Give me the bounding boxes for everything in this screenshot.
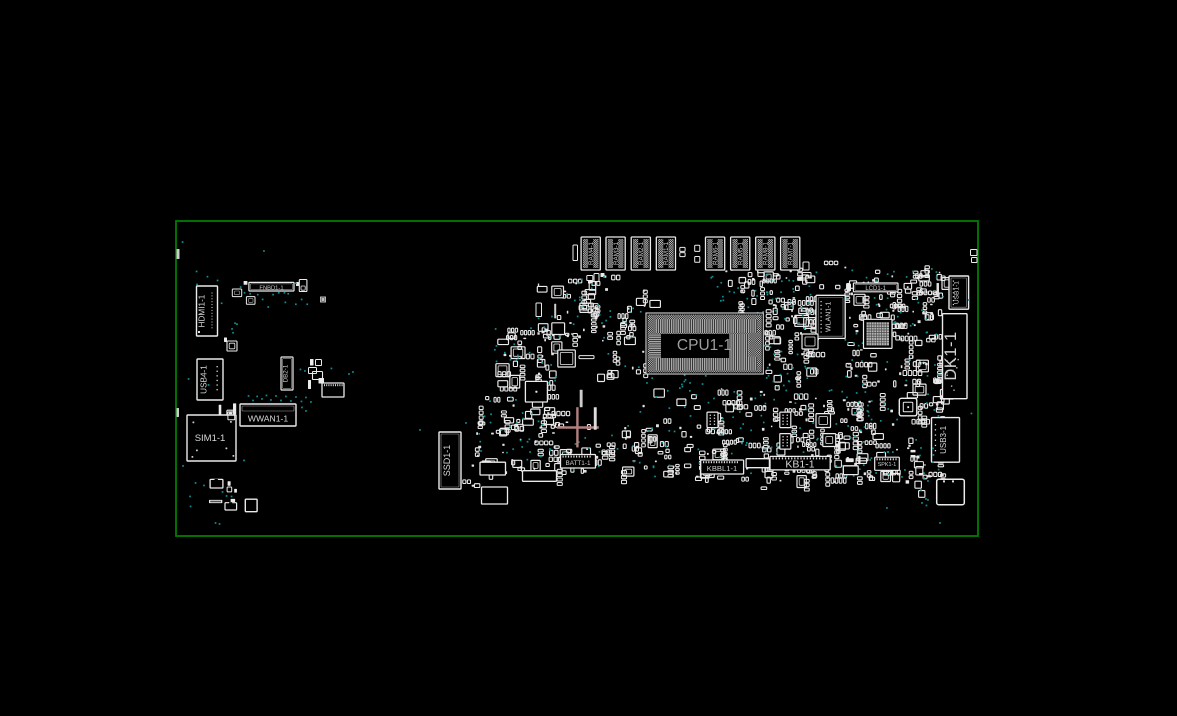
svg-text:CPU1-1: CPU1-1 — [677, 337, 732, 354]
svg-text:DB2-1: DB2-1 — [282, 364, 289, 382]
svg-text:USB3-1: USB3-1 — [939, 425, 948, 454]
svg-text:RAM4-1: RAM4-1 — [588, 241, 595, 265]
svg-text:SSD1-1: SSD1-1 — [442, 445, 452, 477]
svg-text:FNBD1-1: FNBD1-1 — [259, 285, 283, 291]
svg-text:KB1-1: KB1-1 — [785, 458, 814, 470]
svg-text:RAM5-1: RAM5-1 — [737, 241, 744, 265]
svg-text:RAM3-1: RAM3-1 — [613, 241, 620, 265]
svg-text:USB1-1: USB1-1 — [953, 281, 960, 304]
svg-text:HDMI1-1: HDMI1-1 — [198, 294, 207, 327]
svg-text:WLAN1-1: WLAN1-1 — [826, 302, 833, 332]
svg-text:LCD1-1: LCD1-1 — [865, 286, 886, 292]
svg-text:DK1-1: DK1-1 — [942, 331, 960, 380]
svg-text:RAM2-1: RAM2-1 — [638, 241, 645, 265]
svg-text:SPK1-1: SPK1-1 — [878, 462, 897, 468]
svg-text:RAM6-1: RAM6-1 — [712, 241, 719, 265]
svg-text:RAM8-1: RAM8-1 — [763, 241, 770, 265]
svg-text:KBBL1-1: KBBL1-1 — [707, 464, 737, 473]
svg-text:SIM1-1: SIM1-1 — [195, 433, 226, 444]
svg-text:USB4-1: USB4-1 — [200, 365, 209, 394]
svg-text:RAM1-1: RAM1-1 — [663, 241, 670, 265]
svg-text:WWAN1-1: WWAN1-1 — [248, 414, 288, 424]
svg-text:RAM7-1: RAM7-1 — [787, 241, 794, 265]
svg-text:BATT1-1: BATT1-1 — [565, 460, 591, 467]
